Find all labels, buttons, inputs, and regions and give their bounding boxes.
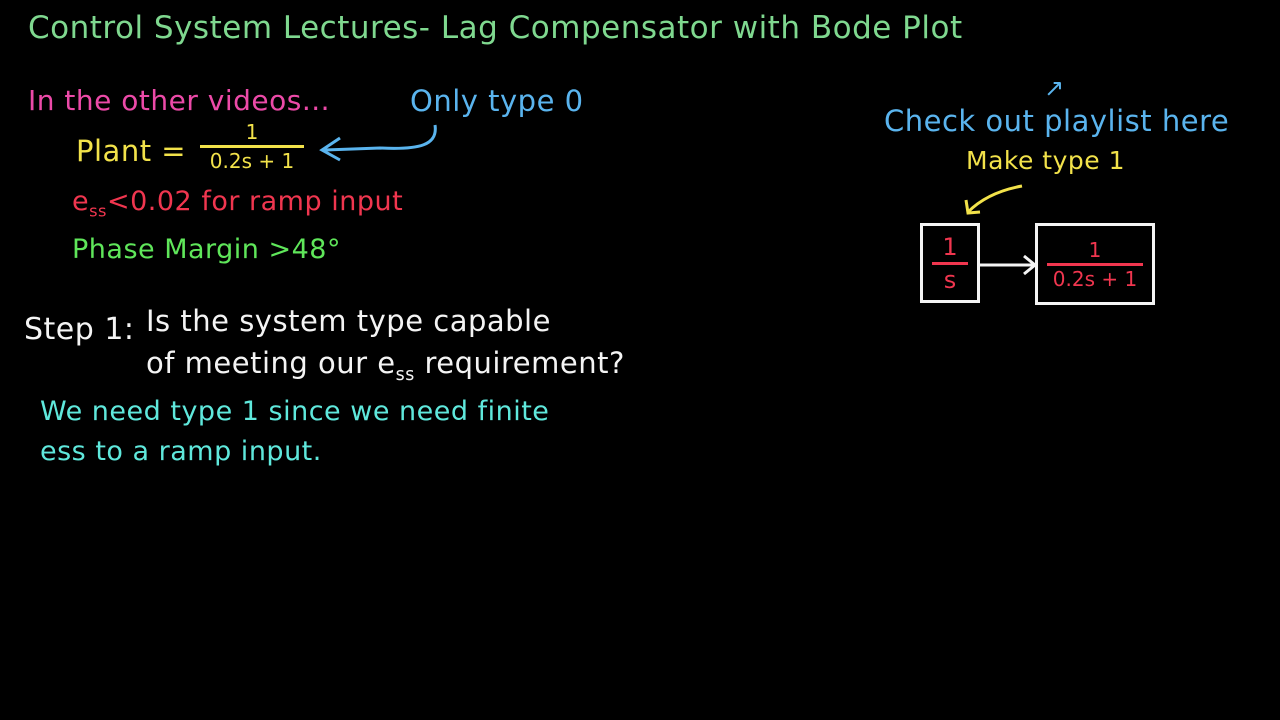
ess-symbol: e: [72, 186, 90, 217]
plant-note: Only type 0: [410, 84, 584, 118]
signal-arrow-icon: [980, 254, 1038, 276]
plant-block: 1 0.2s + 1: [1035, 223, 1155, 305]
answer-line2: ess to a ramp input.: [40, 436, 322, 467]
fraction-bar: [1047, 262, 1143, 266]
step-label: Step 1:: [24, 312, 135, 347]
intro-heading: In the other videos...: [28, 84, 331, 117]
question-text: of meeting our e: [146, 346, 396, 380]
lecture-title: Control System Lectures- Lag Compensator…: [28, 10, 963, 46]
plant-label: Plant =: [76, 134, 187, 168]
plant-denominator: 0.2s + 1: [209, 149, 295, 173]
answer-line1: We need type 1 since we need finite: [40, 396, 550, 427]
question-text-end: requirement?: [414, 346, 625, 380]
ess-subscript: ss: [89, 201, 107, 221]
plant-fraction: 1 0.2s + 1: [200, 122, 304, 171]
integrator-block: 1 s: [920, 223, 980, 303]
plant-block-denominator: 0.2s + 1: [1052, 266, 1138, 291]
arrow-icon: [964, 184, 1023, 215]
plant-numerator: 1: [245, 120, 259, 144]
phase-margin-requirement: Phase Margin >48°: [72, 234, 341, 265]
make-type-annotation: Make type 1: [966, 146, 1126, 175]
plant-block-numerator: 1: [1088, 237, 1102, 262]
ess-requirement-text: <0.02 for ramp input: [107, 186, 404, 217]
ess-subscript: ss: [395, 364, 415, 385]
integrator-fraction: 1 s: [932, 235, 968, 292]
integrator-numerator: 1: [942, 232, 958, 261]
step-question-line2: of meeting our ess requirement?: [146, 346, 625, 385]
ess-requirement: ess<0.02 for ramp input: [72, 186, 403, 220]
playlist-link[interactable]: Check out playlist here: [884, 104, 1230, 138]
plant-block-fraction: 1 0.2s + 1: [1047, 240, 1143, 289]
arrow-icon: [319, 124, 437, 162]
fraction-bar: [200, 145, 304, 148]
fraction-bar: [932, 261, 968, 265]
playlist-arrow-icon: ↗: [1044, 74, 1065, 102]
integrator-denominator: s: [943, 265, 957, 294]
step-question-line1: Is the system type capable: [146, 304, 551, 338]
